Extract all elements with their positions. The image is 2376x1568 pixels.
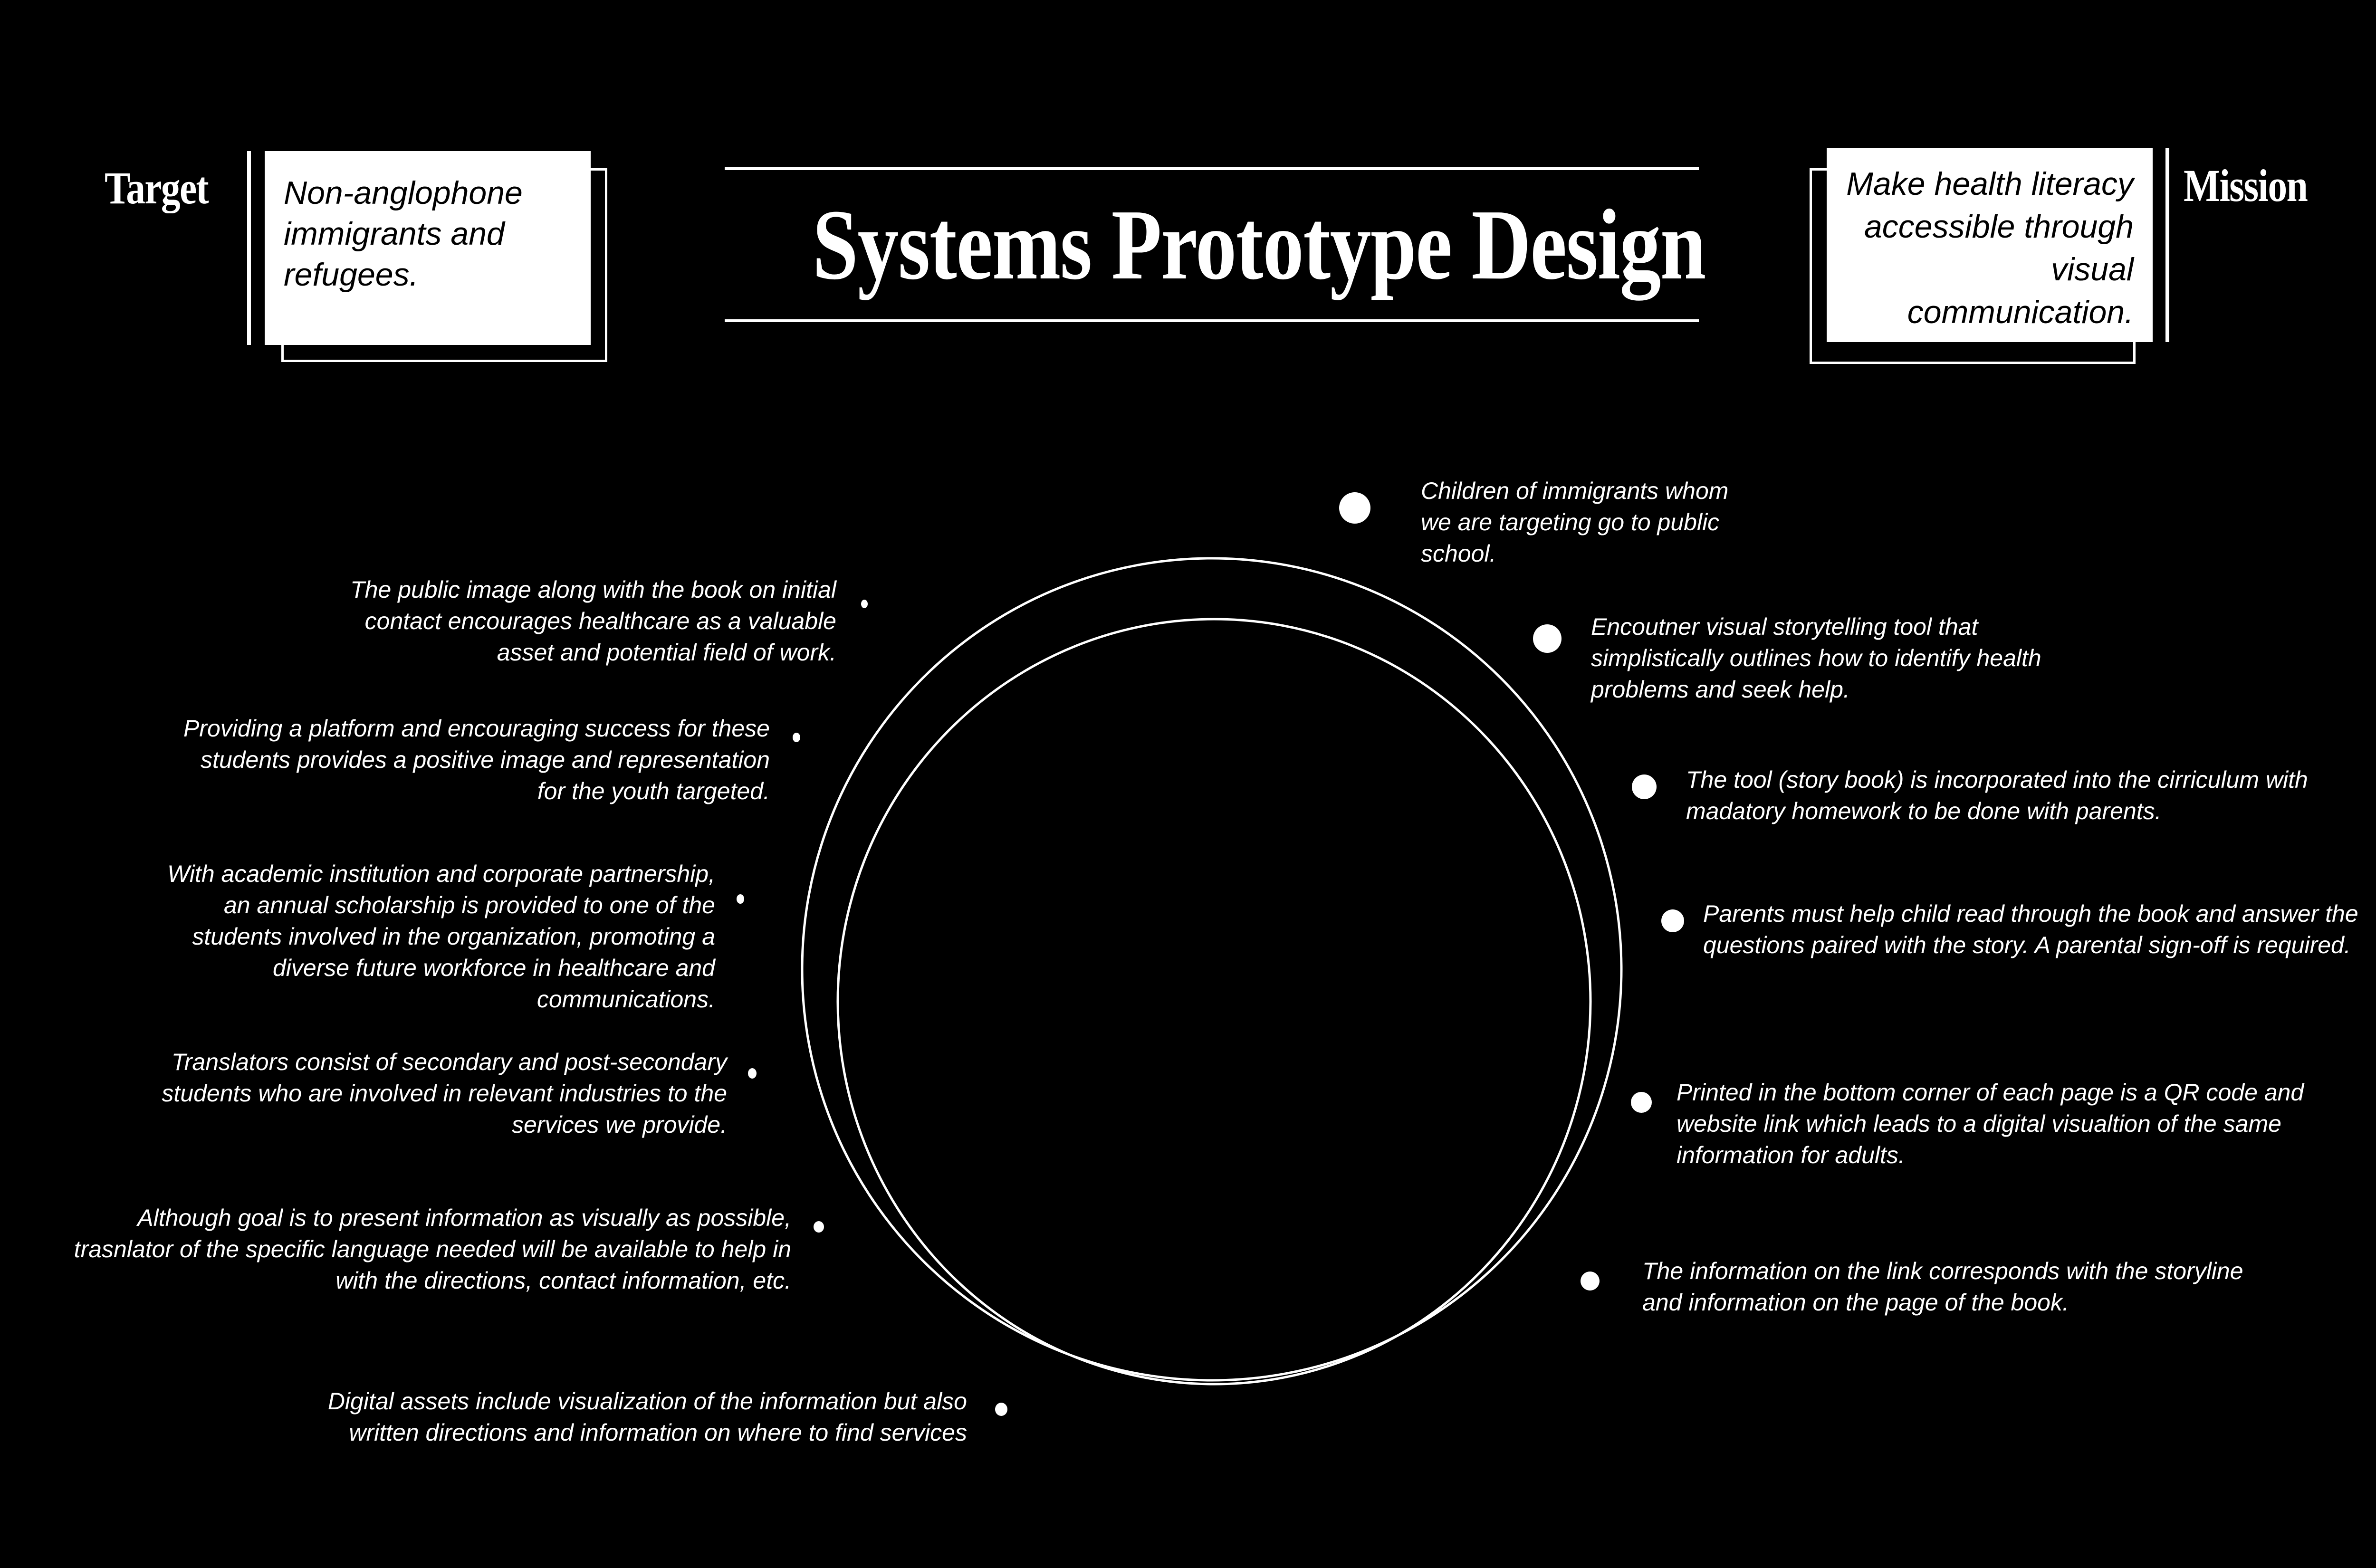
right-note-2: Encoutner visual storytelling tool that … <box>1591 613 2041 703</box>
right-note-1: Children of immigrants whom we are targe… <box>1421 478 1729 567</box>
bullet-dot-icon <box>737 894 744 904</box>
inner-circle <box>836 618 1592 1386</box>
outer-circle <box>801 557 1623 1382</box>
bullet-dot-icon <box>1339 492 1370 524</box>
mission-text: Make health literacy accessible through … <box>1846 166 2134 330</box>
bullet-dot-icon <box>1661 909 1684 932</box>
left-note-4: Translators consist of secondary and pos… <box>162 1049 727 1138</box>
mission-label: Mission <box>2184 160 2308 211</box>
right-note-6: The information on the link corresponds … <box>1642 1258 2243 1316</box>
bullet-dot-icon <box>748 1068 757 1079</box>
title-rule-top <box>725 167 1699 170</box>
bullet-dot-icon <box>1581 1272 1600 1291</box>
right-note-3: The tool (story book) is incorporated in… <box>1686 766 2308 824</box>
mission-card: Make health literacy accessible through … <box>1827 148 2153 342</box>
right-note-4: Parents must help child read through the… <box>1703 900 2358 958</box>
bullet-dot-icon <box>1632 774 1657 799</box>
left-note-3: With academic institution and corporate … <box>167 860 715 1013</box>
bullet-dot-icon <box>814 1221 824 1233</box>
mission-divider <box>2165 148 2169 342</box>
target-text: Non-anglophone immigrants and refugees. <box>284 175 523 293</box>
left-note-5: Although goal is to present information … <box>74 1205 791 1294</box>
page-title: Systems Prototype Design <box>812 189 1706 300</box>
title-rule-bottom <box>725 319 1699 322</box>
target-divider <box>247 151 251 345</box>
bullet-dot-icon <box>861 600 868 608</box>
bullet-dot-icon <box>1631 1092 1652 1113</box>
left-note-6: Digital assets include visualization of … <box>327 1388 967 1446</box>
bullet-dot-icon <box>995 1403 1007 1416</box>
target-card: Non-anglophone immigrants and refugees. <box>265 151 591 345</box>
bullet-dot-icon <box>793 733 800 742</box>
right-note-5: Printed in the bottom corner of each pag… <box>1677 1079 2304 1168</box>
bullet-dot-icon <box>1533 624 1562 653</box>
left-note-2: Providing a platform and encouraging suc… <box>183 715 770 804</box>
target-label: Target <box>105 163 209 213</box>
left-note-1: The public image along with the book on … <box>350 576 836 666</box>
